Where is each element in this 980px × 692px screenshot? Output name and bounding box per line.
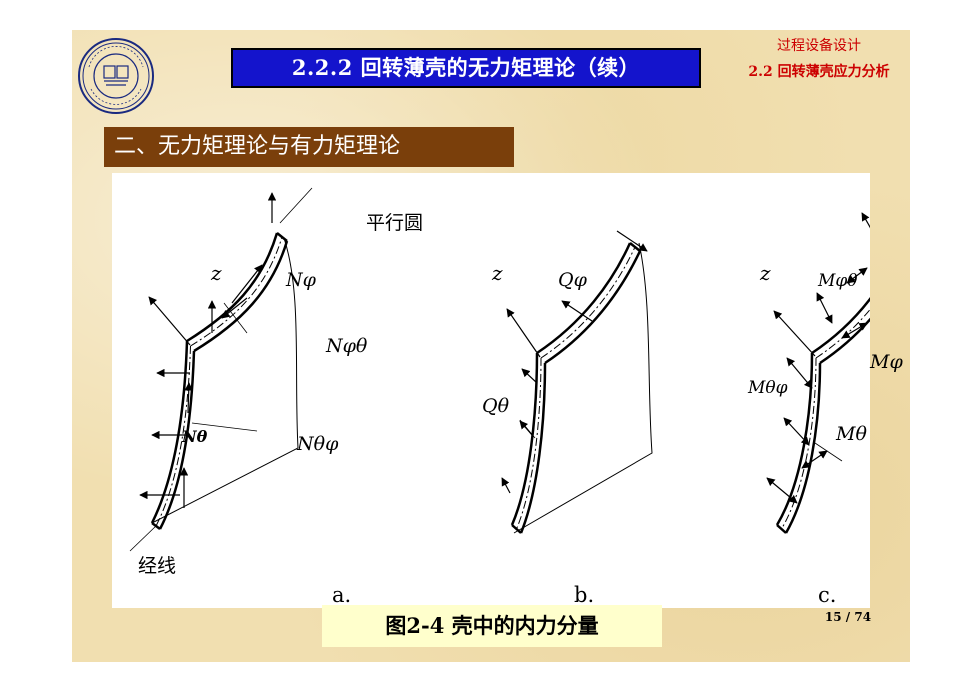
figure-caption: 图2-4 壳中的内力分量 [322, 605, 662, 647]
z-axis-label-b: z [492, 261, 503, 285]
z-axis-label-a: z [211, 261, 222, 285]
panel-c-drawing [766, 212, 870, 534]
z-axis-label-c: z [760, 261, 771, 285]
figure-shell-internal-forces: 平行圆 z Nφ Nφθ Nθ Nθφ 经线 a. z Qφ Qθ b. z M… [112, 173, 903, 608]
n-phi-label: Nφ [286, 269, 316, 291]
n-theta-label: Nθ [182, 427, 208, 446]
course-name: 过程设备设计 [777, 38, 861, 54]
m-phi-theta-label: Mφθ [818, 271, 858, 291]
section-name: 2.2 回转薄壳应力分析 [748, 64, 890, 80]
section-heading: 二、无力矩理论与有力矩理论 [104, 127, 514, 167]
slide: 2.2.2 回转薄壳的无力矩理论（续） 过程设备设计 2.2 回转薄壳应力分析 … [72, 30, 910, 662]
slide-title: 2.2.2 回转薄壳的无力矩理论（续） [231, 48, 701, 88]
figure-drawing [129, 187, 870, 552]
m-theta-phi-label: Mθφ [748, 378, 788, 398]
panel-a-drawing [129, 187, 313, 552]
meridian-label: 经线 [138, 555, 177, 577]
q-theta-label: Qθ [482, 395, 510, 417]
q-phi-label: Qφ [558, 269, 587, 291]
panel-b-label: b. [574, 583, 595, 607]
parallel-circle-label: 平行圆 [366, 212, 424, 234]
m-phi-label: Mφ [870, 351, 903, 373]
panel-c-label: c. [818, 583, 837, 607]
n-phi-theta-label: Nφθ [326, 335, 368, 357]
university-seal-icon [77, 37, 155, 115]
page-number: 15 / 74 [824, 610, 872, 624]
panel-b-drawing [501, 230, 653, 534]
m-theta-label: Mθ [836, 423, 867, 445]
panel-a-label: a. [332, 583, 352, 607]
n-theta-phi-label: Nθφ [297, 433, 339, 455]
